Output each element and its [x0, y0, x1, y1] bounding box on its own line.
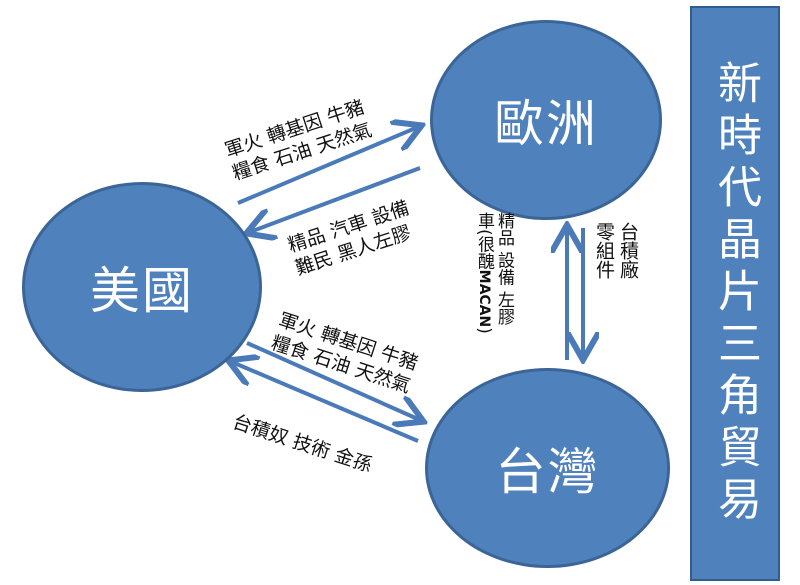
diagram-title: 新時代晶片三角貿易 — [710, 59, 761, 528]
flow-label-europe-to-taiwan: 台積廠 零組件 — [592, 222, 640, 279]
node-taiwan-label: 台灣 — [495, 443, 600, 501]
arrow-europe-to-usa — [250, 166, 421, 232]
flow-line: 台積廠 — [617, 222, 639, 279]
node-europe: 歐洲 — [430, 20, 662, 220]
arrow-taiwan-to-usa — [232, 362, 419, 443]
flow-label-taiwan-to-europe: 精品 設備 左膠 車(很醜MACAN) — [474, 212, 514, 334]
arrow-usa-to-europe — [237, 127, 418, 205]
node-europe-label: 歐洲 — [494, 95, 598, 153]
flow-line: 車(很醜MACAN) — [474, 212, 494, 334]
title-box: 新時代晶片三角貿易 — [690, 6, 780, 581]
node-usa: 美國 — [22, 182, 262, 392]
arrow-usa-to-taiwan — [246, 341, 420, 420]
node-usa-label: 美國 — [90, 262, 194, 320]
flow-line: 零組件 — [593, 222, 615, 279]
flow-line: 精品 設備 左膠 — [494, 212, 514, 325]
node-taiwan: 台灣 — [425, 368, 670, 568]
